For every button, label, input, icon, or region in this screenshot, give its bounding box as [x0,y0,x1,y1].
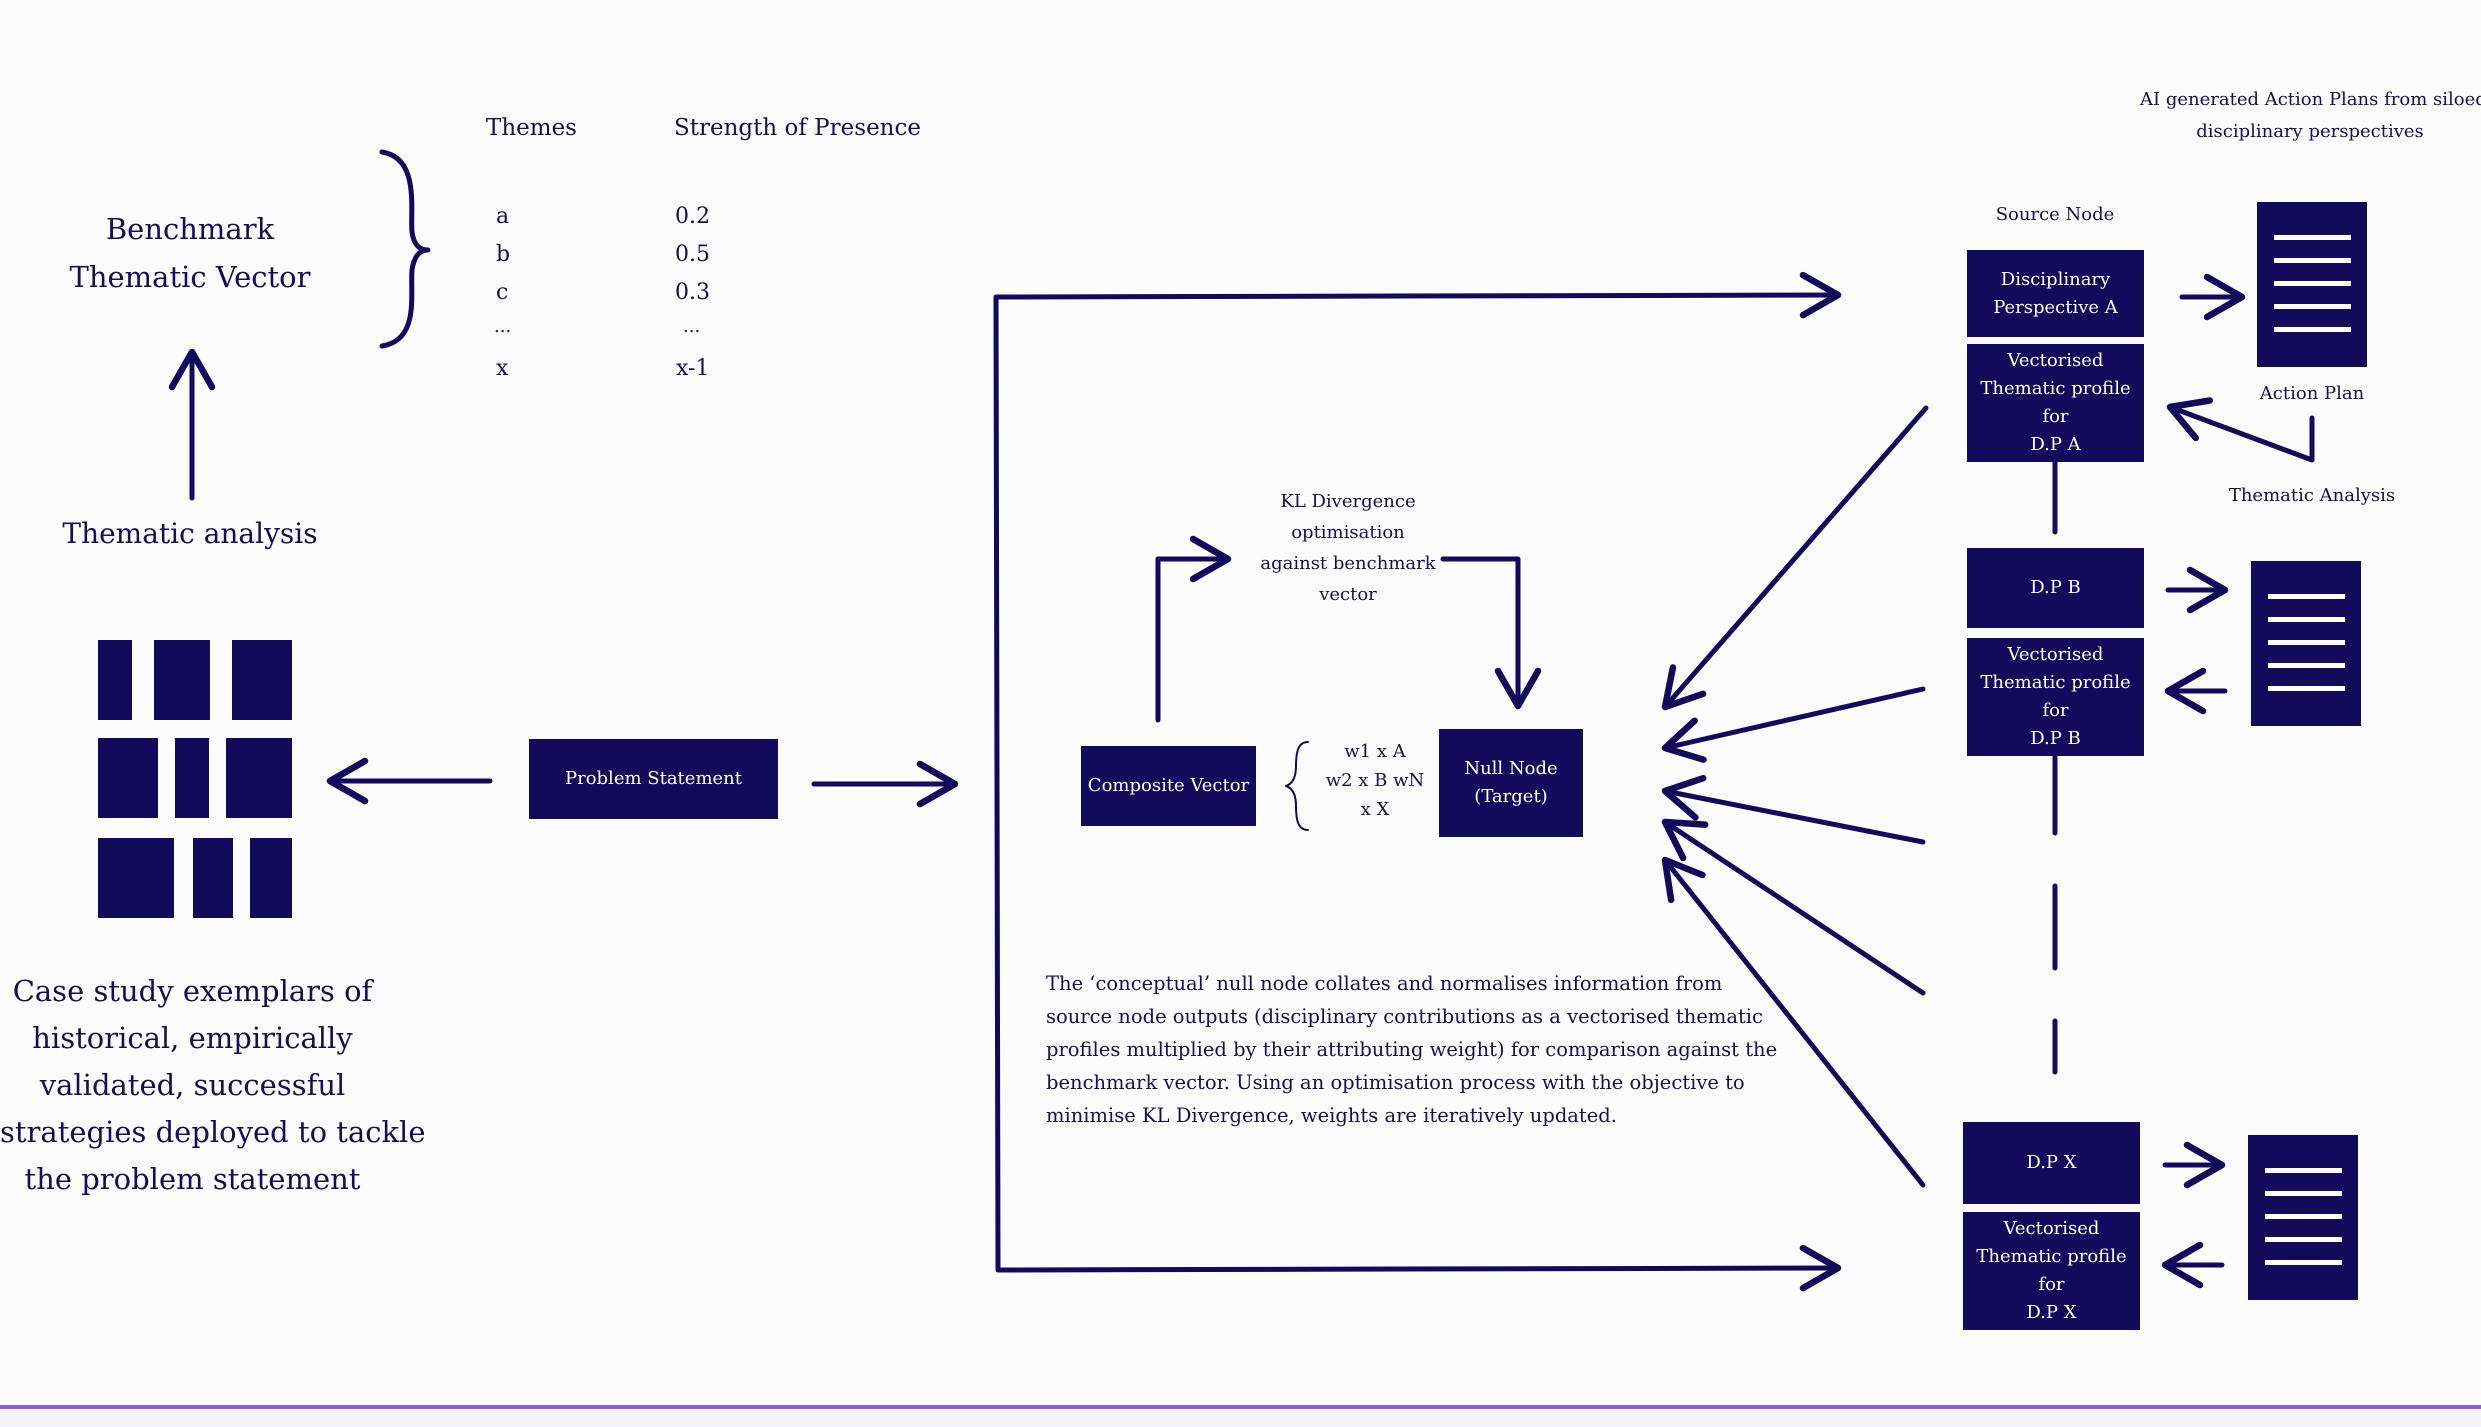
benchmark-title-line1: Benchmark [105,212,275,246]
value-cell: 0.3 [675,280,710,305]
formula-brace [1285,741,1309,831]
value-cell: x-1 [676,356,710,381]
case-block [98,738,158,818]
null-node-explanation: The ‘conceptual’ null node collates and … [1046,967,1777,1132]
null-node-line2: (Target) [1474,786,1548,807]
vec-x-box: Vectorised Thematic profile for D.P X [1963,1212,2140,1330]
theme-cell: x [496,356,509,381]
case-block [232,640,292,720]
arrow-dots-to-null [1661,774,1926,845]
kl-line: vector [1319,584,1377,605]
explanation-line: profiles multiplied by their attributing… [1046,1038,1778,1061]
ai-generated-line1: AI generated Action Plans from siloed [2140,89,2481,110]
theme-cell: b [496,242,511,267]
benchmark-brace [379,149,431,349]
arrow-vec-a-to-null [1661,405,1929,711]
bracket-to-top [993,271,1842,1273]
case-study-line: Case study exemplars of [12,974,373,1008]
dp-x-box: D.P X [1963,1122,2140,1204]
bottom-edge-bar [0,1405,2481,1427]
arrow-analysis-to-vec-a [2166,397,2315,463]
value-cell: 0.5 [675,242,710,267]
ai-generated-line2: disciplinary perspectives [2196,121,2424,142]
strength-header: Strength of Presence [674,115,921,141]
thematic-analysis-left: Thematic analysis [62,517,318,550]
dp-b-box: D.P B [1967,548,2144,628]
formula-line: x X [1360,799,1390,820]
arrow-composite-to-kl [1155,535,1232,723]
themes-header: Themes [486,115,577,141]
case-study-line: strategies deployed to tackle [0,1115,426,1149]
arrow-dots2-to-null [1661,818,1926,996]
weighting-formula: w1 x A w2 x B wN x X [1310,737,1440,824]
case-block [193,838,233,918]
kl-line: optimisation [1291,522,1405,543]
bracket-to-bottom [996,1244,1842,1292]
benchmark-title-line2: Thematic Vector [69,260,311,294]
case-block [250,838,292,918]
value-cell: ... [683,316,701,337]
arrow-kl-to-null [1440,556,1542,710]
arrow-vec-b-to-null [1661,686,1926,763]
explanation-line: The ‘conceptual’ null node collates and … [1046,972,1723,995]
null-node-line1: Null Node [1464,758,1558,779]
case-study-line: validated, successful [39,1068,346,1102]
explanation-line: benchmark vector. Using an optimisation … [1046,1071,1745,1094]
case-study-line: historical, empirically [32,1021,353,1055]
null-node-box: Null Node (Target) [1439,729,1583,837]
action-plan-document-icon [2257,202,2367,367]
composite-vector-box: Composite Vector [1081,746,1256,826]
action-plan-document-icon [2248,1135,2358,1300]
action-plan-document-icon [2251,561,2361,726]
case-block [98,838,174,918]
explanation-line: minimise KL Divergence, weights are iter… [1046,1104,1617,1127]
formula-line: w2 x B wN [1325,770,1425,791]
theme-cell: a [496,204,510,229]
benchmark-title: Benchmark Thematic Vector [60,205,320,301]
vec-a-box: Vectorised Thematic profile for D.P A [1967,344,2144,462]
theme-cell: c [496,280,509,305]
arrow-vec-x-to-null [1661,856,1926,1188]
case-block [98,640,132,720]
kl-line: against benchmark [1260,553,1436,574]
case-study-caption: Case study exemplars of historical, empi… [0,968,426,1203]
dp-a-box: Disciplinary Perspective A [1967,250,2144,337]
kl-line: KL Divergence [1280,491,1416,512]
theme-cell: ... [494,316,512,337]
source-node-label: Source Node [1995,204,2115,225]
case-block [175,738,209,818]
action-plan-label: Action Plan [2259,383,2365,404]
case-study-line: the problem statement [24,1162,361,1196]
case-block [226,738,292,818]
kl-divergence-label: KL Divergence optimisation against bench… [1237,486,1459,610]
problem-statement-box: Problem Statement [529,739,778,819]
explanation-line: source node outputs (disciplinary contri… [1046,1005,1763,1028]
case-block [154,640,210,720]
formula-line: w1 x A [1344,741,1406,762]
thematic-analysis-right: Thematic Analysis [2228,485,2396,506]
value-cell: 0.2 [675,204,710,229]
vec-b-box: Vectorised Thematic profile for D.P B [1967,638,2144,756]
ai-generated-heading: AI generated Action Plans from siloed di… [2140,84,2481,148]
